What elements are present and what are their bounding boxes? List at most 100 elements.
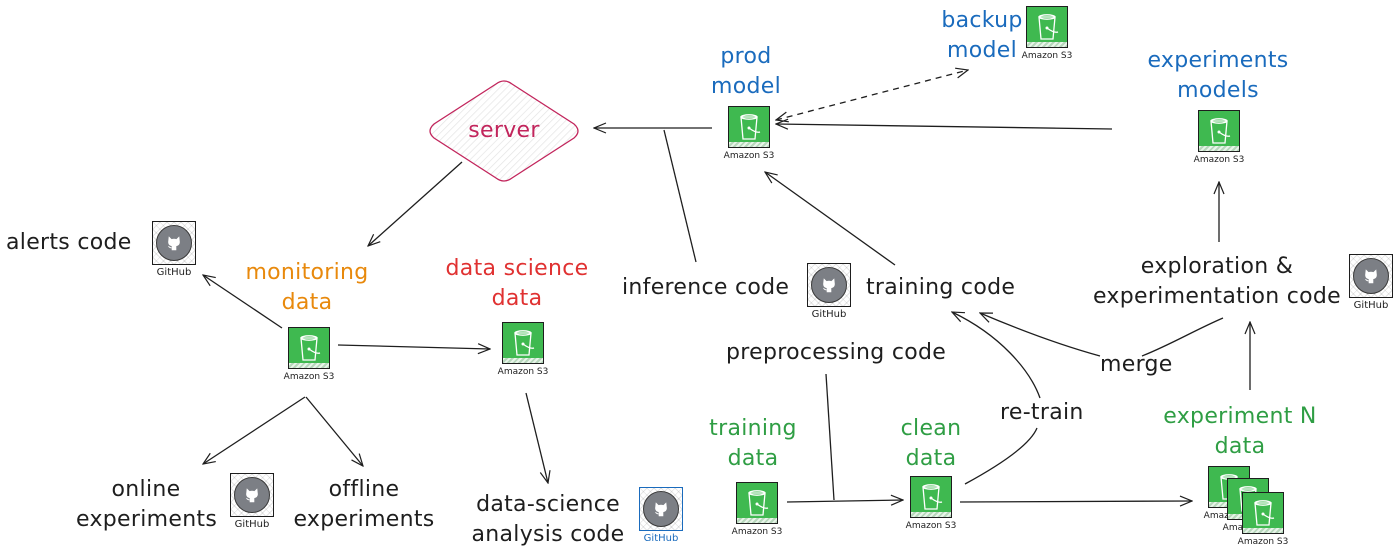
- label-line: data science: [445, 256, 589, 281]
- prod-model-label: prod model: [700, 42, 792, 102]
- label-line: data: [491, 286, 543, 311]
- retrain-edge-label: re-train: [1000, 400, 1084, 425]
- label-line: data-science: [476, 492, 620, 517]
- data-science-analysis-code-label: data-science analysis code: [466, 490, 630, 550]
- training-data-label: training data: [700, 414, 806, 474]
- label-line: experiments: [1147, 48, 1289, 73]
- edge-merge-left: [980, 313, 1101, 357]
- s3-bucket-icon: [1026, 6, 1068, 48]
- label-line: experiment N: [1163, 404, 1317, 429]
- label-line: exploration &: [1140, 254, 1294, 279]
- github-caption: GitHub: [156, 267, 192, 278]
- label-line: clean: [900, 416, 962, 441]
- s3-bucket-icon: [1198, 110, 1240, 152]
- label-line: monitoring: [245, 260, 369, 285]
- edge-merge-right: [1141, 317, 1224, 357]
- label-line: backup: [941, 8, 1023, 33]
- edge-experiments-models-to-prod: [776, 124, 1113, 129]
- s3-bucket-icon: [1242, 492, 1284, 534]
- experiments-models-label: experiments models: [1140, 46, 1296, 106]
- server-node[interactable]: server: [424, 78, 584, 184]
- merge-edge-label: merge: [1100, 352, 1173, 377]
- experiments-code-github[interactable]: GitHub: [224, 473, 280, 530]
- alerts-code-label: alerts code: [6, 230, 132, 255]
- data-science-analysis-github[interactable]: GitHub: [633, 487, 689, 544]
- label-line: analysis code: [471, 522, 625, 547]
- github-icon: [230, 473, 274, 517]
- edge-monitoring-to-data-science: [337, 345, 490, 349]
- label-line: data: [281, 290, 333, 315]
- edge-retrain: [964, 427, 1038, 485]
- model-code-github[interactable]: GitHub: [801, 263, 857, 320]
- backup-model-label: backup model: [936, 6, 1028, 66]
- s3-caption: Amazon S3: [283, 372, 335, 382]
- github-caption: GitHub: [1353, 300, 1389, 311]
- s3-caption: Amazon S3: [1237, 537, 1289, 547]
- monitoring-data-s3[interactable]: Amazon S3: [278, 327, 340, 382]
- exploration-code-github[interactable]: GitHub: [1343, 254, 1399, 311]
- edge-data-science-to-analysis-code: [525, 392, 548, 483]
- s3-bucket-icon: [288, 327, 330, 369]
- training-data-s3[interactable]: Amazon S3: [726, 482, 788, 537]
- edge-monitoring-to-alerts-code: [203, 275, 283, 329]
- edge-training-code-to-prod: [765, 172, 896, 266]
- edge-clean-to-experiment-n: [959, 501, 1192, 502]
- github-icon: [807, 263, 851, 307]
- preprocessing-code-label: preprocessing code: [726, 340, 947, 365]
- edge-monitoring-to-offline: [305, 396, 363, 466]
- label-line: data: [905, 446, 957, 471]
- clean-data-label: clean data: [886, 414, 976, 474]
- edge-preprocessing-to-data-line: [825, 373, 835, 501]
- label-line: data: [727, 446, 779, 471]
- clean-data-s3[interactable]: Amazon S3: [900, 476, 962, 531]
- offline-experiments-label: offline experiments: [290, 475, 438, 535]
- backup-model-s3[interactable]: Amazon S3: [1016, 6, 1078, 61]
- label-line: model: [946, 38, 1017, 63]
- s3-bucket-icon: [910, 476, 952, 518]
- edge-monitoring-to-online: [203, 396, 306, 464]
- github-caption: GitHub: [811, 309, 847, 320]
- training-code-label: training code: [866, 275, 1016, 300]
- github-icon: [1349, 254, 1393, 298]
- label-line: training: [709, 416, 797, 441]
- github-icon: [639, 487, 683, 531]
- s3-bucket-icon: [502, 322, 544, 364]
- s3-caption: Amazon S3: [905, 521, 957, 531]
- online-experiments-label: online experiments: [76, 475, 218, 535]
- experiment-n-data-label: experiment N data: [1150, 402, 1330, 462]
- label-line: experiments: [293, 507, 435, 532]
- edge-training-data-to-clean-data: [786, 500, 903, 502]
- label-line: data: [1214, 434, 1266, 459]
- s3-bucket-icon: [728, 106, 770, 148]
- edge-retrain-upper: [952, 312, 1041, 399]
- experiment-s3-3: Amazon S3: [1232, 492, 1294, 547]
- github-caption: GitHub: [643, 533, 679, 544]
- s3-bucket-icon: [736, 482, 778, 524]
- edge-prod-backup-dashed: [776, 70, 968, 120]
- server-label: server: [468, 118, 540, 143]
- s3-caption: Amazon S3: [497, 367, 549, 377]
- github-caption: GitHub: [234, 519, 270, 530]
- label-line: prod: [720, 44, 772, 69]
- monitoring-data-label: monitoring data: [244, 258, 370, 318]
- alerts-code-github[interactable]: GitHub: [146, 221, 202, 278]
- label-line: online: [111, 477, 181, 502]
- label-line: experiments: [76, 507, 218, 532]
- inference-code-label: inference code: [622, 275, 790, 300]
- data-science-data-s3[interactable]: Amazon S3: [492, 322, 554, 377]
- experiments-models-s3[interactable]: Amazon S3: [1188, 110, 1250, 165]
- s3-caption: Amazon S3: [1193, 155, 1245, 165]
- label-line: offline: [328, 477, 400, 502]
- edge-server-to-monitoring: [368, 161, 463, 246]
- label-line: experimentation code: [1092, 284, 1342, 309]
- data-science-data-label: data science data: [432, 254, 602, 314]
- github-icon: [152, 221, 196, 265]
- edge-inference-code-to-prod-line: [663, 129, 697, 263]
- label-line: model: [710, 74, 781, 99]
- label-line: models: [1177, 78, 1259, 103]
- prod-model-s3[interactable]: Amazon S3: [718, 106, 780, 161]
- s3-caption: Amazon S3: [723, 151, 775, 161]
- s3-caption: Amazon S3: [731, 527, 783, 537]
- s3-caption: Amazon S3: [1021, 51, 1073, 61]
